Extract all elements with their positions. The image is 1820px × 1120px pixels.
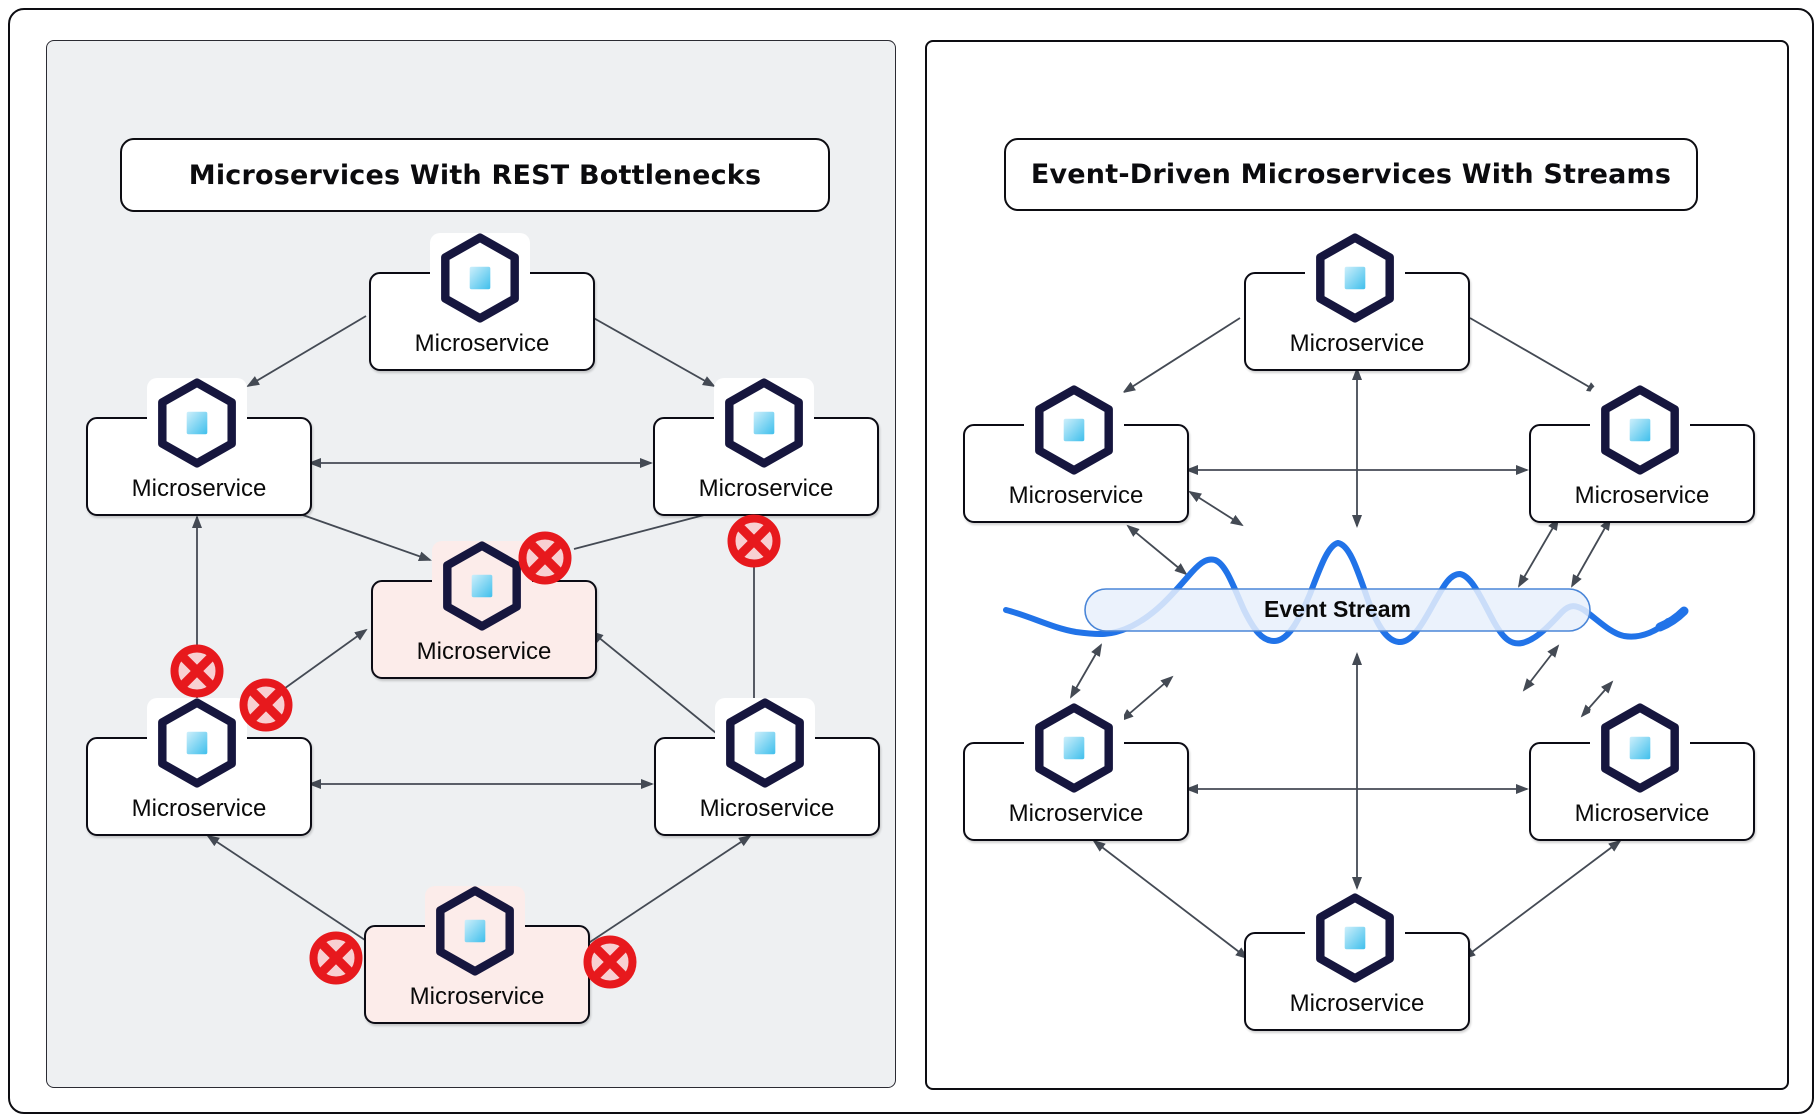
hexagon-icon [1601,385,1679,475]
event-stream-label: Event Stream [1263,596,1411,622]
microservice-node-rest-midleft: Microservice [86,378,312,516]
node-label: Microservice [409,983,545,1010]
microservice-node-rest-midright: Microservice [653,378,879,516]
right-panel-title-text: Event-Driven Microservices With Streams [1030,159,1672,190]
service-icon-badge [430,233,530,323]
hexagon-icon [158,698,236,788]
circle-x-error-icon [727,514,781,568]
left-panel-title-text: Microservices With REST Bottlenecks [188,159,762,191]
service-icon-badge [1024,703,1124,793]
node-label: Microservice [1008,800,1144,827]
node-label: Microservice [1289,330,1425,357]
node-label: Microservice [131,475,267,502]
service-icon-badge [1305,233,1405,323]
event-stream-pill [1084,588,1591,632]
service-icon-badge [432,541,532,631]
hexagon-icon [1316,233,1394,323]
microservice-node-rest-center-bottleneck: Microservice [371,541,597,679]
hexagon-icon [1035,385,1113,475]
microservice-node-event-top: Microservice [1244,233,1470,371]
node-label: Microservice [1574,800,1710,827]
service-icon-badge [425,886,525,976]
circle-x-error-icon [309,931,363,985]
circle-x-error-icon [170,644,224,698]
right-panel-title: Event-Driven Microservices With Streams [1004,138,1698,211]
service-icon-badge [1590,385,1690,475]
hexagon-icon [443,541,521,631]
service-icon-badge [1305,893,1405,983]
event-stream: Event Stream [1085,588,1590,631]
node-label: Microservice [1574,482,1710,509]
left-panel-title: Microservices With REST Bottlenecks [120,138,830,212]
node-label: Microservice [131,795,267,822]
microservice-node-rest-top: Microservice [369,233,595,371]
hexagon-icon [158,378,236,468]
service-icon-badge [1590,703,1690,793]
microservice-node-rest-lowright: Microservice [654,698,880,836]
microservice-node-event-midright: Microservice [1529,385,1755,523]
circle-x-error-icon [239,678,293,732]
node-label: Microservice [1289,990,1425,1017]
microservice-node-event-midleft: Microservice [963,385,1189,523]
hexagon-icon [1601,703,1679,793]
hexagon-icon [1316,893,1394,983]
node-label: Microservice [699,795,835,822]
circle-x-error-icon [518,531,572,585]
microservice-node-rest-bottom-bottleneck: Microservice [364,886,590,1024]
hexagon-icon [726,698,804,788]
microservice-node-event-lowright: Microservice [1529,703,1755,841]
service-icon-badge [147,378,247,468]
microservice-node-rest-lowleft: Microservice [86,698,312,836]
node-label: Microservice [1008,482,1144,509]
service-icon-badge [147,698,247,788]
hexagon-icon [725,378,803,468]
node-label: Microservice [414,330,550,357]
node-label: Microservice [698,475,834,502]
node-label: Microservice [416,638,552,665]
service-icon-badge [715,698,815,788]
hexagon-icon [436,886,514,976]
microservice-node-event-bottom: Microservice [1244,893,1470,1031]
hexagon-icon [441,233,519,323]
circle-x-error-icon [583,935,637,989]
microservice-node-event-lowleft: Microservice [963,703,1189,841]
hexagon-icon [1035,703,1113,793]
service-icon-badge [714,378,814,468]
service-icon-badge [1024,385,1124,475]
